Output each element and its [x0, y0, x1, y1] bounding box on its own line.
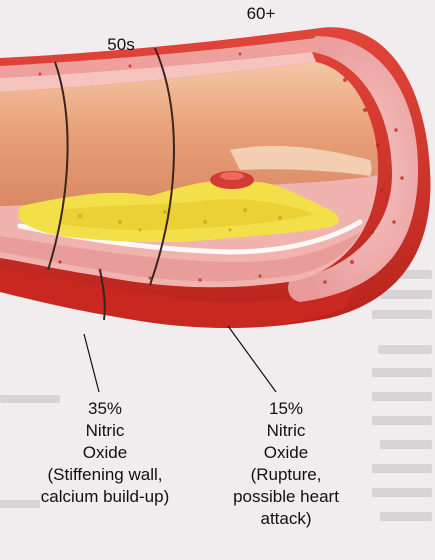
- caption-left-line2: Oxide: [30, 442, 180, 464]
- caption-right-percent: 15%: [214, 398, 358, 420]
- leader-line-left: [84, 334, 99, 392]
- caption-right-line1: Nitric: [214, 420, 358, 442]
- caption-right-line2: Oxide: [214, 442, 358, 464]
- caption-right-line4: possible heart: [214, 486, 358, 508]
- caption-left: 35% Nitric Oxide (Stiffening wall, calci…: [30, 398, 180, 508]
- caption-right: 15% Nitric Oxide (Rupture, possible hear…: [214, 398, 358, 530]
- caption-left-line1: Nitric: [30, 420, 180, 442]
- caption-right-line5: attack): [214, 508, 358, 530]
- leader-line-right: [228, 326, 276, 392]
- caption-left-line3: (Stiffening wall,: [30, 464, 180, 486]
- caption-right-line3: (Rupture,: [214, 464, 358, 486]
- caption-left-percent: 35%: [30, 398, 180, 420]
- caption-left-line4: calcium build-up): [30, 486, 180, 508]
- age-label-60-plus: 60+: [236, 3, 286, 25]
- age-label-50s: 50s: [96, 34, 146, 56]
